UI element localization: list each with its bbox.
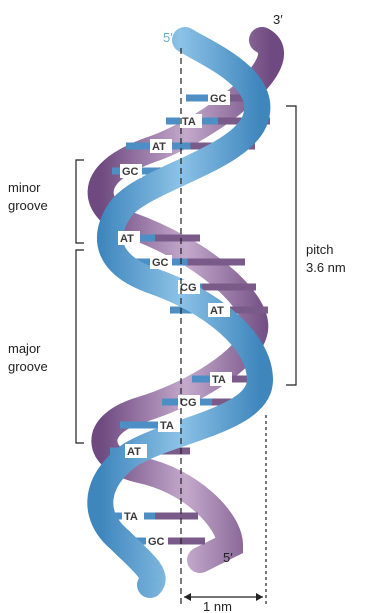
base-pair-label: CG: [180, 397, 197, 409]
width-arrow-left-head: [184, 593, 191, 601]
bottom-left-end-label: 3′: [148, 575, 158, 590]
minor-groove-label-line2: groove: [8, 198, 48, 213]
base-pair-label: TA: [182, 116, 196, 128]
pitch-bracket: [286, 106, 296, 385]
base-pair-label: GC: [152, 257, 169, 269]
major-groove-label-line2: groove: [8, 359, 48, 374]
major-groove-label-line1: major: [8, 341, 41, 356]
pitch-label-line1: pitch: [306, 242, 333, 257]
base-pair-label: GC: [122, 166, 139, 178]
base-pair-label: TA: [160, 420, 174, 432]
base-pair-label: TA: [212, 374, 226, 386]
major-groove-bracket: [76, 250, 84, 443]
base-pair-label: GC: [148, 536, 165, 548]
minor-groove-label-line1: minor: [8, 180, 41, 195]
base-pair-label: AT: [127, 446, 141, 458]
minor-groove-bracket: [76, 160, 84, 243]
width-label: 1 nm: [203, 599, 232, 613]
base-pair-label: GC: [210, 93, 227, 105]
base-pair-label: AT: [152, 141, 166, 153]
pitch-label-line2: 3.6 nm: [306, 260, 346, 275]
width-arrow-right-head: [256, 593, 263, 601]
top-right-end-label: 3′: [273, 12, 283, 27]
base-pair-label: AT: [120, 233, 134, 245]
base-pair-label: AT: [210, 305, 224, 317]
bottom-right-end-label: 5′: [223, 550, 233, 565]
top-left-end-label: 5′: [163, 30, 173, 45]
base-pair-label: TA: [124, 511, 138, 523]
base-pair-label: CG: [180, 282, 197, 294]
